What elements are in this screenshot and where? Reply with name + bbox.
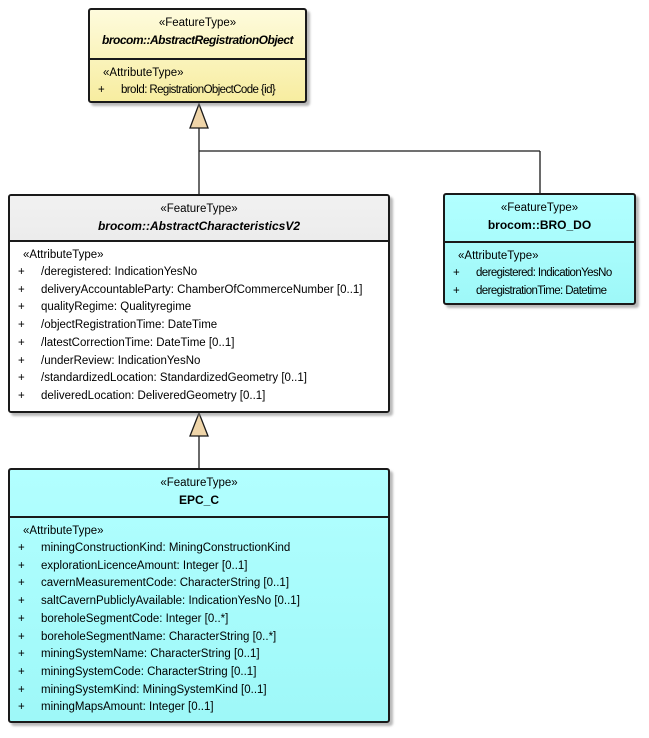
attribute-text: miningSystemCode: CharacterString [0..1] xyxy=(41,665,257,678)
attribute-row: + explorationLicenceAmount: Integer [0..… xyxy=(15,558,385,576)
attribute-compartment: «AttributeType» + miningConstructionKind… xyxy=(10,516,388,721)
attribute-text: saltCavernPubliclyAvailable: IndicationY… xyxy=(41,595,300,608)
attribute-visibility: + xyxy=(18,683,25,696)
attribute-visibility: + xyxy=(18,283,25,296)
attribute-visibility: + xyxy=(18,701,25,714)
class-name: EPC_C xyxy=(178,493,219,507)
attribute-text: /underReview: IndicationYesNo xyxy=(41,354,201,367)
class-stereotype: «FeatureType» xyxy=(160,477,238,489)
attribute-visibility: + xyxy=(18,559,25,572)
attribute-row: + miningSystemKind: MiningSystemKind [0.… xyxy=(15,682,385,700)
attribute-row: + deliveredLocation: DeliveredGeometry [… xyxy=(15,388,385,406)
attribute-text: /latestCorrectionTime: DateTime [0..1] xyxy=(41,336,235,349)
attribute-visibility: + xyxy=(18,595,25,608)
attribute-compartment: «AttributeType» + deregistered: Indicati… xyxy=(445,241,634,303)
attribute-visibility: + xyxy=(18,577,25,590)
attribute-visibility: + xyxy=(18,301,25,314)
attribute-row: + boreholeSegmentName: CharacterString [… xyxy=(15,629,385,647)
attribute-row: + miningMapsAmount: Integer [0..1] xyxy=(15,699,385,717)
class-box-epc-c: «FeatureType» EPC_C «AttributeType» + mi… xyxy=(8,468,390,723)
attribute-text: deliveredLocation: DeliveredGeometry [0.… xyxy=(41,389,266,402)
attribute-visibility: + xyxy=(18,266,25,278)
attribute-text: deregistered: IndicationYesNo xyxy=(476,267,612,279)
class-box-abstract-registration-object: «FeatureType» brocom::AbstractRegistrati… xyxy=(88,8,307,103)
attribute-row: + /standardizedLocation: StandardizedGeo… xyxy=(15,370,385,388)
attribute-row: + /underReview: IndicationYesNo xyxy=(15,353,385,371)
class-stereotype: «FeatureType» xyxy=(500,202,579,214)
attribute-row: + miningSystemName: CharacterString [0..… xyxy=(15,646,385,664)
class-name: brocom::BRO_DO xyxy=(487,218,592,232)
generalization-arrowhead-icon xyxy=(189,102,209,129)
attribute-text: boreholeSegmentCode: Integer [0..*] xyxy=(41,612,229,625)
attribute-text: /deregistered: IndicationYesNo xyxy=(41,266,198,278)
attribute-compartment: «AttributeType» + broId: RegistrationObj… xyxy=(90,58,305,101)
class-name: brocom::AbstractCharacteristicsV2 xyxy=(97,219,301,233)
attribute-row: + qualityRegime: Qualityregime xyxy=(15,299,385,317)
class-name: brocom::AbstractRegistrationObject xyxy=(101,33,294,47)
attribute-text: boreholeSegmentName: CharacterString [0.… xyxy=(41,630,277,643)
attribute-row: + saltCavernPubliclyAvailable: Indicatio… xyxy=(15,593,385,611)
class-stereotype: «FeatureType» xyxy=(158,17,237,29)
attribute-text: deregistrationTime: Datetime xyxy=(476,284,607,297)
class-header: «FeatureType» brocom::BRO_DO xyxy=(445,195,634,241)
class-header: «FeatureType» brocom::AbstractCharacteri… xyxy=(10,196,388,240)
attribute-compartment-stereotype: «AttributeType» xyxy=(23,525,104,537)
attribute-text: /objectRegistrationTime: DateTime xyxy=(41,319,218,332)
attribute-text: broId: RegistrationObjectCode {id} xyxy=(121,84,276,96)
attribute-row: + deregistrationTime: Datetime xyxy=(450,283,631,301)
attribute-text: miningSystemKind: MiningSystemKind [0..1… xyxy=(41,683,267,696)
class-header: «FeatureType» brocom::AbstractRegistrati… xyxy=(90,10,305,58)
attribute-text: explorationLicenceAmount: Integer [0..1] xyxy=(41,559,248,572)
attribute-visibility: + xyxy=(18,354,25,367)
attribute-row: + deliveryAccountableParty: ChamberOfCom… xyxy=(15,282,385,300)
attribute-visibility: + xyxy=(18,648,25,661)
class-stereotype: «FeatureType» xyxy=(160,203,238,215)
attribute-row: + /deregistered: IndicationYesNo xyxy=(15,264,385,282)
attribute-text: deliveryAccountableParty: ChamberOfComme… xyxy=(41,283,363,296)
attribute-visibility: + xyxy=(18,319,25,332)
attribute-row: + /latestCorrectionTime: DateTime [0..1] xyxy=(15,335,385,353)
attribute-visibility: + xyxy=(18,612,25,625)
attribute-compartment-stereotype: «AttributeType» xyxy=(458,250,539,262)
attribute-text: miningConstructionKind: MiningConstructi… xyxy=(41,542,291,554)
attribute-visibility: + xyxy=(18,542,25,554)
attribute-row: + miningSystemCode: CharacterString [0..… xyxy=(15,664,385,682)
attribute-row: + broId: RegistrationObjectCode {id} xyxy=(95,82,302,100)
attribute-visibility: + xyxy=(18,665,25,678)
attribute-row: + cavernMeasurementCode: CharacterString… xyxy=(15,575,385,593)
attribute-visibility: + xyxy=(18,372,25,385)
attribute-visibility: + xyxy=(453,284,460,297)
attribute-visibility: + xyxy=(18,630,25,643)
attribute-row: + /objectRegistrationTime: DateTime xyxy=(15,317,385,335)
attribute-text: /standardizedLocation: StandardizedGeome… xyxy=(41,372,307,385)
attribute-row: + boreholeSegmentCode: Integer [0..*] xyxy=(15,611,385,629)
class-header: «FeatureType» EPC_C xyxy=(10,470,388,516)
attribute-visibility: + xyxy=(18,336,25,349)
attribute-row: + miningConstructionKind: MiningConstruc… xyxy=(15,540,385,558)
attribute-compartment-stereotype: «AttributeType» xyxy=(103,67,184,79)
attribute-text: miningSystemName: CharacterString [0..1] xyxy=(41,648,260,661)
class-box-abstract-characteristics-v2: «FeatureType» brocom::AbstractCharacteri… xyxy=(8,194,390,413)
attribute-compartment-stereotype: «AttributeType» xyxy=(23,249,104,261)
attribute-visibility: + xyxy=(98,84,105,96)
attribute-row: + deregistered: IndicationYesNo xyxy=(450,265,631,283)
attribute-text: qualityRegime: Qualityregime xyxy=(41,301,192,314)
attribute-visibility: + xyxy=(453,267,460,279)
attribute-visibility: + xyxy=(18,389,25,402)
generalization-arrowhead-icon xyxy=(189,411,209,437)
class-box-bro-do: «FeatureType» brocom::BRO_DO «AttributeT… xyxy=(443,193,636,305)
attribute-compartment: «AttributeType» + /deregistered: Indicat… xyxy=(10,240,388,411)
attribute-text: miningMapsAmount: Integer [0..1] xyxy=(41,701,214,714)
attribute-text: cavernMeasurementCode: CharacterString [… xyxy=(41,577,290,590)
